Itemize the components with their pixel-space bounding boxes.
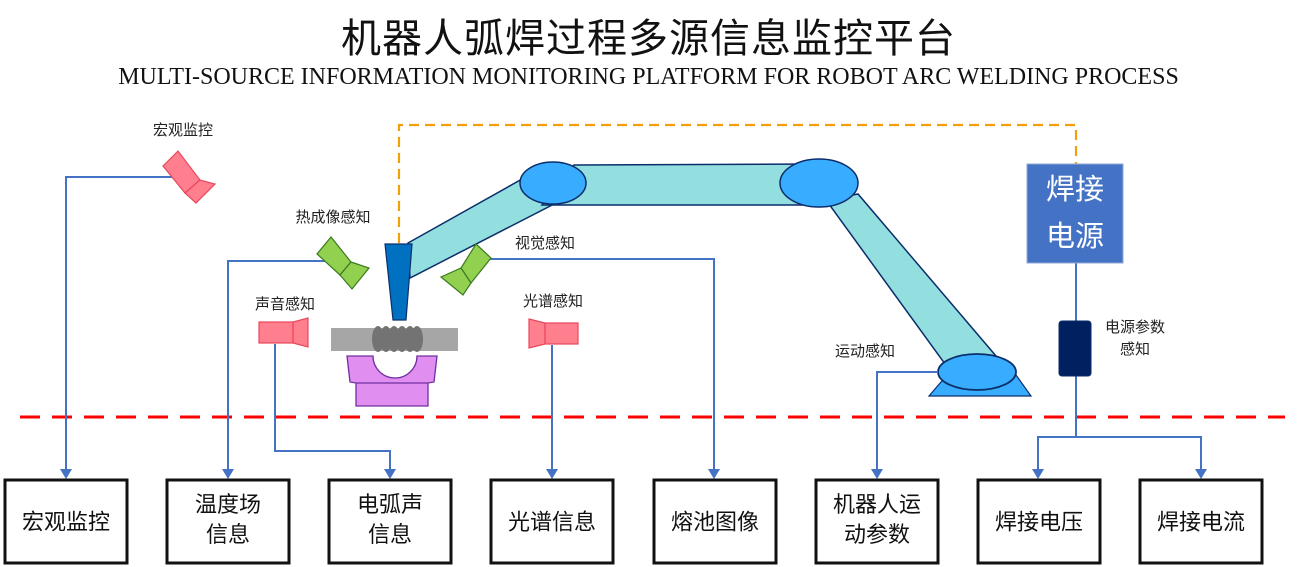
elbow-joint-2 — [779, 158, 859, 208]
macro-camera-icon — [162, 150, 217, 204]
arrow-down-icon — [222, 469, 234, 479]
arrowheads — [60, 469, 1207, 479]
output-box-label: 机器人运 — [833, 493, 921, 518]
label-vision-sensing: 视觉感知 — [515, 234, 575, 252]
fixture — [346, 355, 438, 407]
output-box-label: 光谱信息 — [508, 511, 596, 536]
power-source-label-1: 焊接 — [1046, 172, 1104, 206]
arrow-down-icon — [384, 469, 396, 479]
control-link-dashed — [397, 123, 1078, 243]
page-subtitle: MULTI-SOURCE INFORMATION MONITORING PLAT… — [118, 64, 1179, 90]
output-box-label: 动参数 — [844, 523, 910, 548]
label-sound-sensing: 声音感知 — [255, 295, 315, 313]
output-box-label: 信息 — [368, 523, 412, 548]
thermal-camera-icon — [316, 236, 371, 290]
elbow-joint-1 — [519, 161, 587, 205]
output-box — [489, 478, 615, 565]
connector-thermal — [227, 260, 328, 470]
output-box-label: 信息 — [206, 523, 250, 548]
power-source-label-2: 电源 — [1046, 219, 1104, 253]
connector-power-branch — [1037, 436, 1202, 470]
arm-link-3 — [824, 193, 998, 365]
label-power-parameter-line1: 电源参数 — [1105, 318, 1165, 336]
output-box-label: 宏观监控 — [22, 511, 110, 536]
connector-macro — [65, 176, 175, 470]
output-box-label: 焊接电流 — [1157, 511, 1245, 536]
output-box-label: 温度场 — [195, 493, 261, 518]
output-box — [814, 478, 940, 565]
connector-sound — [274, 344, 391, 470]
welding-torch — [384, 243, 413, 321]
base-joint — [937, 353, 1017, 391]
output-box — [1138, 478, 1264, 565]
robot-arm — [407, 158, 1033, 397]
connector-motion — [876, 371, 938, 470]
output-box — [652, 478, 778, 565]
power-parameter-sensor-icon — [1058, 320, 1092, 377]
output-box — [3, 478, 129, 565]
vision-camera-icon — [439, 243, 492, 296]
arrow-down-icon — [708, 469, 720, 479]
page-title: 机器人弧焊过程多源信息监控平台 — [341, 16, 956, 62]
arrow-down-icon — [1195, 469, 1207, 479]
label-power-parameter-line2: 感知 — [1120, 340, 1150, 358]
output-box — [327, 478, 453, 565]
arrow-down-icon — [871, 469, 883, 479]
spectrum-sensor-icon — [528, 318, 579, 349]
sound-sensor-icon — [258, 317, 309, 348]
arrow-down-icon — [546, 469, 558, 479]
output-box — [976, 478, 1102, 565]
welding-power-source — [1026, 163, 1124, 264]
output-box-label: 熔池图像 — [671, 511, 759, 536]
output-box — [165, 478, 291, 565]
label-thermal-sensing: 热成像感知 — [295, 208, 370, 226]
arrow-down-icon — [1032, 469, 1044, 479]
label-macro-monitoring: 宏观监控 — [153, 121, 213, 139]
arrow-down-icon — [60, 469, 72, 479]
connectors — [65, 176, 1202, 470]
label-motion-sensing: 运动感知 — [835, 342, 895, 360]
output-box-label: 电弧声 — [357, 493, 423, 518]
label-spectrum-sensing: 光谱感知 — [523, 292, 583, 310]
weld-bead — [372, 326, 423, 352]
connector-vision — [490, 258, 715, 470]
output-box-label: 焊接电压 — [995, 511, 1083, 536]
